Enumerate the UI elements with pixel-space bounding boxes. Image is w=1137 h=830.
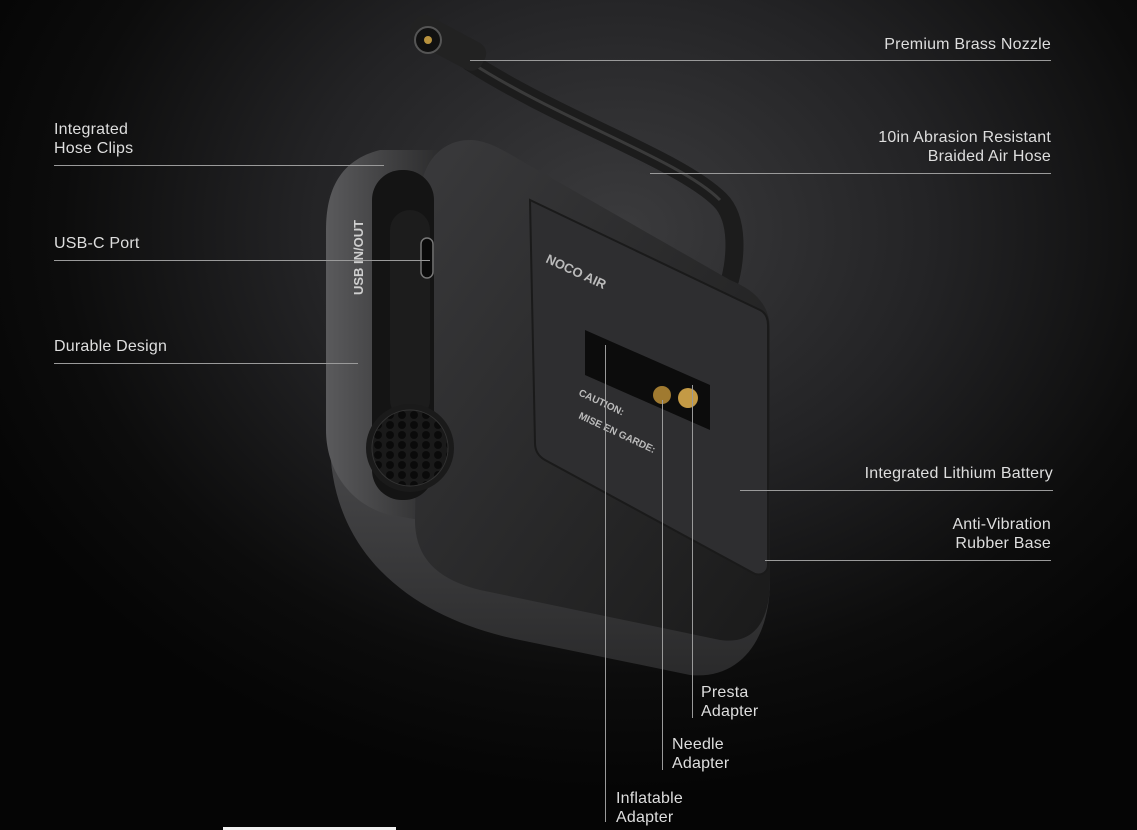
label-hose: 10in Abrasion Resistant Braided Air Hose (878, 128, 1051, 166)
label-presta-line2: Adapter (701, 703, 759, 720)
label-battery: Integrated Lithium Battery (864, 465, 1053, 482)
label-base-line1: Anti-Vibration (952, 516, 1051, 533)
bottom-white-bar (223, 827, 396, 830)
leader-presta (692, 385, 693, 718)
label-clips: Integrated Hose Clips (54, 120, 133, 158)
label-clips-line1: Integrated (54, 121, 129, 138)
usb-c-port (420, 237, 434, 279)
label-clips-line2: Hose Clips (54, 140, 134, 157)
label-inflatable-line1: Inflatable (616, 790, 683, 807)
leader-hose (650, 173, 1051, 174)
label-durable: Durable Design (54, 338, 168, 355)
label-base: Anti-Vibration Rubber Base (952, 515, 1051, 553)
label-inflatable-line2: Adapter (616, 809, 674, 826)
label-inflatable: Inflatable Adapter (616, 789, 683, 827)
leader-nozzle (470, 60, 1051, 61)
label-needle-line2: Adapter (672, 755, 730, 772)
side-print: USB IN/OUT (351, 220, 366, 295)
leader-battery (740, 490, 1053, 491)
leader-durable (54, 363, 358, 364)
label-hose-line2: Braided Air Hose (927, 148, 1051, 165)
leader-base (765, 560, 1051, 561)
leader-usb (54, 260, 430, 261)
leader-needle (662, 400, 663, 770)
label-hose-line1: 10in Abrasion Resistant (878, 129, 1051, 146)
leader-clips (54, 165, 384, 166)
brass-nozzle (409, 15, 487, 71)
label-nozzle: Premium Brass Nozzle (884, 36, 1051, 53)
label-needle: Needle Adapter (672, 735, 729, 773)
label-presta: Presta Adapter (701, 683, 758, 721)
leader-inflatable (605, 345, 606, 822)
label-usb: USB-C Port (54, 235, 140, 252)
label-base-line2: Rubber Base (955, 535, 1051, 552)
label-needle-line1: Needle (672, 736, 724, 753)
label-presta-line1: Presta (701, 684, 749, 701)
